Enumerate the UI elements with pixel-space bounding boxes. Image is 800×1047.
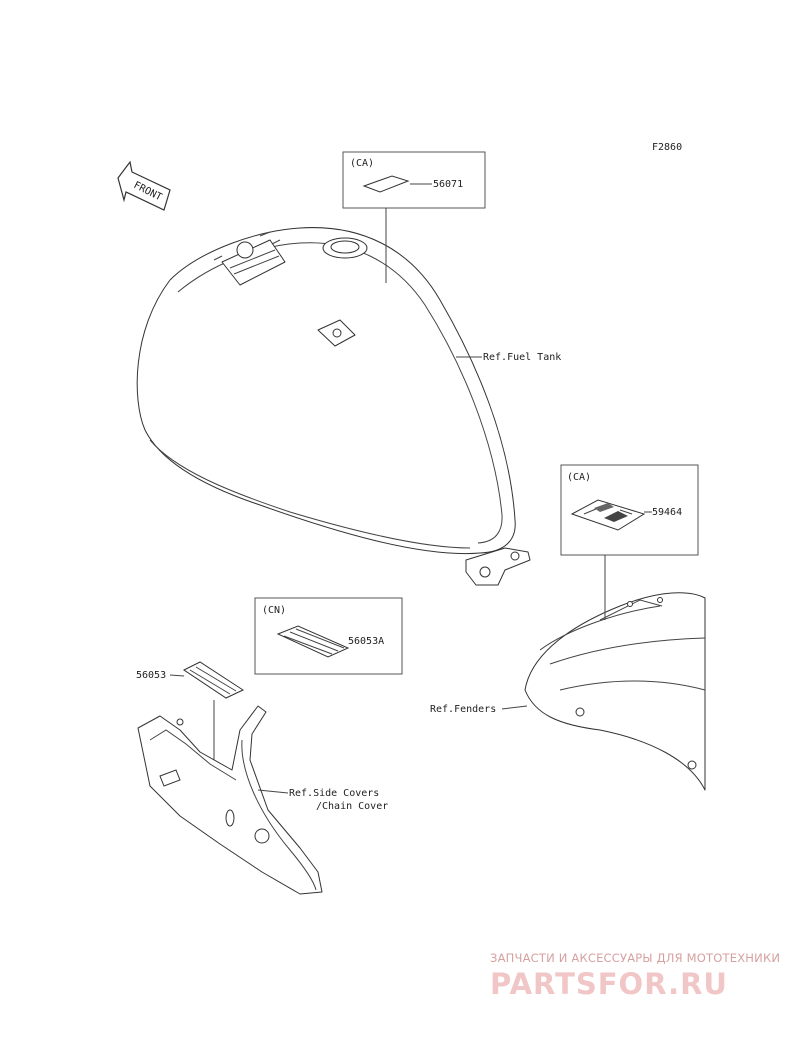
side-covers-leader xyxy=(257,789,289,794)
part-number-56071: 56071 xyxy=(433,179,463,190)
front-arrow-icon: FRONT xyxy=(117,160,171,211)
ref-chain-cover: /Chain Cover xyxy=(316,801,388,812)
callout-59464-tag: (CA) xyxy=(567,472,591,483)
part-number-59464: 59464 xyxy=(652,507,682,518)
callout-56071-tag: (CA) xyxy=(350,158,374,169)
fenders-leader xyxy=(501,705,528,710)
watermark-logo: PARTSFOR.RU xyxy=(490,967,728,1001)
callout-56053A-tag: (CN) xyxy=(262,605,286,616)
watermark-tagline: ЗАПЧАСТИ И АКСЕССУАРЫ ДЛЯ МОТОТЕХНИКИ xyxy=(490,951,780,965)
ref-fenders: Ref.Fenders xyxy=(430,704,496,715)
fuel-tank xyxy=(136,227,531,586)
callout-59464: (CA) 59464 xyxy=(560,464,699,620)
side-cover xyxy=(137,705,323,895)
part-number-56053: 56053 xyxy=(136,670,166,681)
ref-fuel-tank: Ref.Fuel Tank xyxy=(483,352,561,363)
ref-side-covers: Ref.Side Covers xyxy=(289,788,379,799)
figure-code: F2860 xyxy=(652,142,682,153)
callout-56071: (CA) 56071 xyxy=(342,151,486,283)
watermark: ЗАПЧАСТИ И АКСЕССУАРЫ ДЛЯ МОТОТЕХНИКИ PA… xyxy=(490,951,780,1001)
callout-56053A: (CN) 56053A xyxy=(254,597,403,675)
rear-fender xyxy=(524,592,706,791)
part-number-56053A: 56053A xyxy=(348,636,384,647)
callout-56053: 56053 xyxy=(136,661,245,765)
